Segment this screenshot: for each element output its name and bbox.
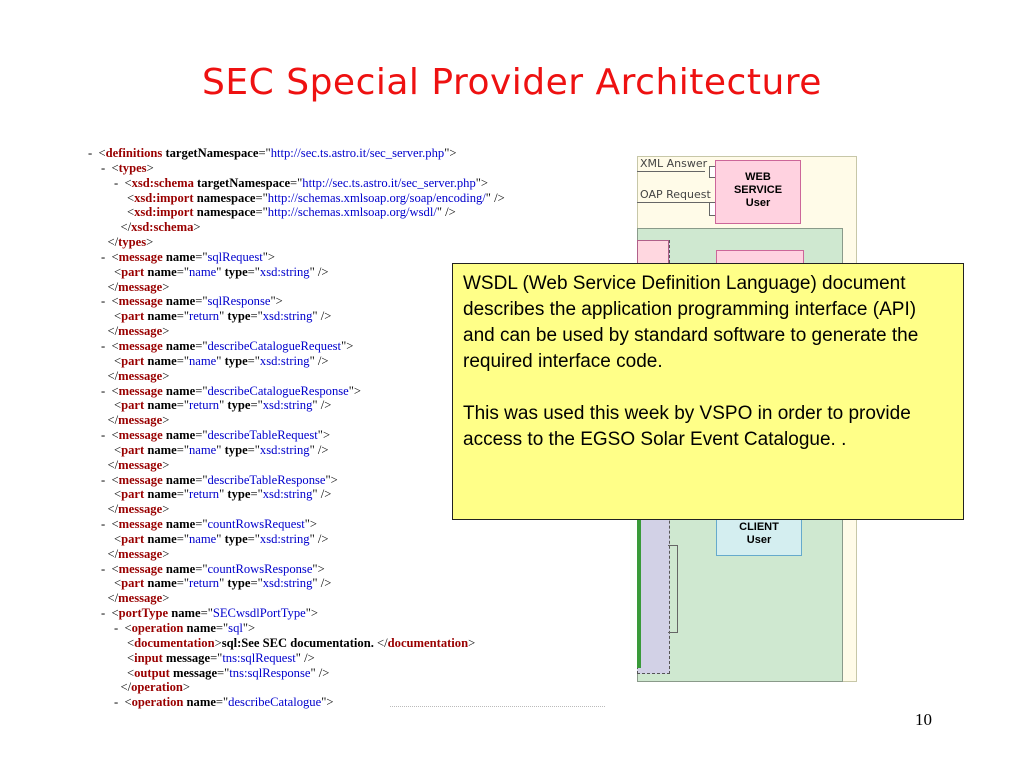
slide-title: SEC Special Provider Architecture <box>202 62 822 103</box>
xml-line: </message> <box>107 502 170 517</box>
xml-line: <part name="return" type="xsd:string" /> <box>114 309 332 324</box>
diagram-green-bar <box>637 518 641 668</box>
xml-line: </message> <box>107 546 170 561</box>
wsdl-xml-listing: - <definitions targetNamespace="http://s… <box>88 146 636 710</box>
xml-line: <part name="name" type="xsd:string" /> <box>114 442 329 457</box>
xml-line: - <definitions targetNamespace="http://s… <box>88 146 457 160</box>
xml-line: </message> <box>107 368 170 383</box>
soap-request-label: OAP Request <box>640 188 711 201</box>
xml-line: - <types> <box>101 160 154 175</box>
web-service-user-line2: SERVICE <box>733 184 783 196</box>
xml-line: <output message="tns:sqlResponse" /> <box>127 665 330 680</box>
xml-line: <xsd:import namespace="http://schemas.xm… <box>127 190 505 205</box>
xml-line: </message> <box>107 457 170 472</box>
xml-line: </message> <box>107 324 170 339</box>
xml-line: <part name="return" type="xsd:string" /> <box>114 398 332 413</box>
xml-line: </xsd:schema> <box>120 220 201 235</box>
xml-line: <part name="name" type="xsd:string" /> <box>114 531 329 546</box>
xml-line: - <message name="describeCatalogueRespon… <box>101 383 362 398</box>
xml-line: - <message name="sqlResponse"> <box>101 294 283 309</box>
xml-line: </message> <box>107 279 170 294</box>
xml-line: - <message name="sqlRequest"> <box>101 249 275 264</box>
web-service-user-line1: WEB <box>745 171 771 183</box>
web-service-user-box: WEB SERVICE User <box>715 160 801 224</box>
xml-line: </message> <box>107 591 170 606</box>
xml-line: - <operation name="describeCatalogue"> <box>114 695 334 710</box>
wsdl-explanation-note: WSDL (Web Service Definition Language) d… <box>452 263 964 520</box>
xml-line: - <xsd:schema targetNamespace="http://se… <box>114 175 489 190</box>
page-number: 10 <box>915 710 932 729</box>
xml-line: <part name="name" type="xsd:string" /> <box>114 353 329 368</box>
xml-answer-label: XML Answer <box>640 157 708 170</box>
xml-line: - <portType name="SECwsdlPortType"> <box>101 606 318 621</box>
xml-line: - <message name="countRowsRequest"> <box>101 517 317 532</box>
xml-line: - <message name="describeTableRequest"> <box>101 428 331 443</box>
soap-request-line <box>637 202 709 203</box>
xml-line: <input message="tns:sqlRequest" /> <box>127 650 315 665</box>
xml-line: </types> <box>107 235 154 250</box>
xml-line: - <message name="describeTableResponse"> <box>101 472 338 487</box>
xml-line: - <message name="describeCatalogueReques… <box>101 338 354 353</box>
xml-line: <xsd:import namespace="http://schemas.xm… <box>127 205 456 220</box>
xml-line: <part name="return" type="xsd:string" /> <box>114 487 332 502</box>
footer-divider <box>390 706 605 708</box>
web-service-user-line3: User <box>745 197 771 209</box>
note-paragraph-2: This was used this week by VSPO in order… <box>463 403 911 450</box>
xml-line: </message> <box>107 413 170 428</box>
note-paragraph-1: WSDL (Web Service Definition Language) d… <box>463 273 919 372</box>
client-user-line1: CLIENT <box>739 521 779 533</box>
xml-line: - <message name="countRowsResponse"> <box>101 561 325 576</box>
xml-answer-line <box>637 171 705 172</box>
xml-line: <part name="name" type="xsd:string" /> <box>114 264 329 279</box>
xml-line: - <operation name="sql"> <box>114 621 256 635</box>
xml-line: </operation> <box>120 680 191 695</box>
client-user-line2: User <box>746 534 772 546</box>
xml-line: <part name="return" type="xsd:string" /> <box>114 576 332 591</box>
diagram-connector <box>668 545 678 633</box>
xml-line: <documentation>sql:See SEC documentation… <box>127 635 476 650</box>
